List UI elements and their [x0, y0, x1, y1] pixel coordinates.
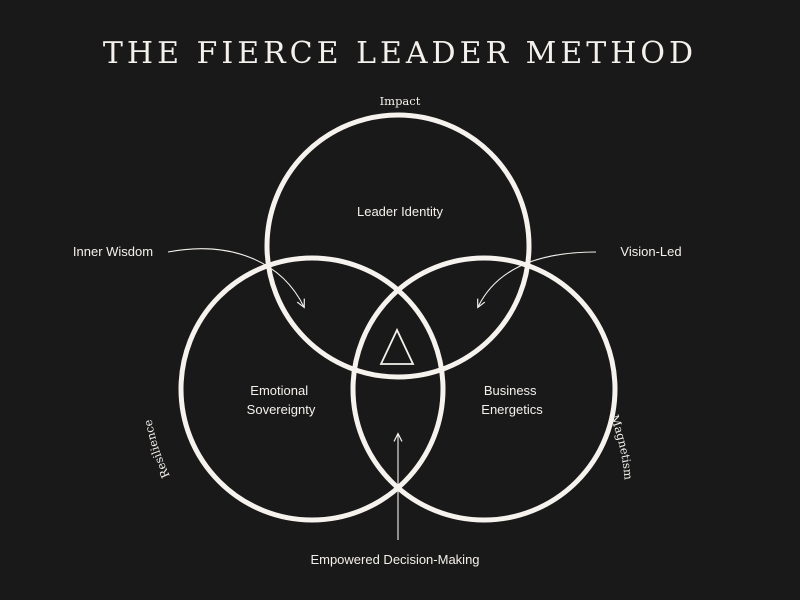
resilience-label: Resilience	[141, 418, 173, 480]
emotional-sovereignty-label: Emotional Sovereignty	[247, 383, 316, 417]
impact-label: Impact	[380, 94, 421, 108]
vision-led-label: Vision-Led	[620, 244, 681, 259]
resilience-label-path: Resilience	[141, 418, 173, 480]
leader-identity-label: Leader Identity	[357, 204, 444, 219]
leader-identity-circle	[264, 112, 532, 380]
inner-wisdom-arrow	[167, 248, 304, 307]
triangle-outline-icon	[379, 327, 415, 365]
emotional-sovereignty-line-1: Emotional	[250, 383, 308, 398]
business-energetics-line-2: Energetics	[481, 402, 543, 417]
empowered-decision-making-label: Empowered Decision-Making	[310, 552, 479, 567]
business-energetics-label: Business Energetics	[481, 383, 543, 417]
business-energetics-circle	[350, 255, 618, 523]
business-energetics-line-1: Business	[484, 383, 537, 398]
emotional-sovereignty-line-2: Sovereignty	[247, 402, 316, 417]
emotional-sovereignty-circle	[178, 255, 446, 523]
page-title: THE FIERCE LEADER METHOD	[103, 36, 697, 71]
magnetism-label-path: Magnetism	[607, 413, 635, 481]
inner-wisdom-label: Inner Wisdom	[73, 244, 153, 259]
magnetism-label: Magnetism	[607, 413, 635, 481]
vision-led-arrow	[478, 251, 597, 307]
